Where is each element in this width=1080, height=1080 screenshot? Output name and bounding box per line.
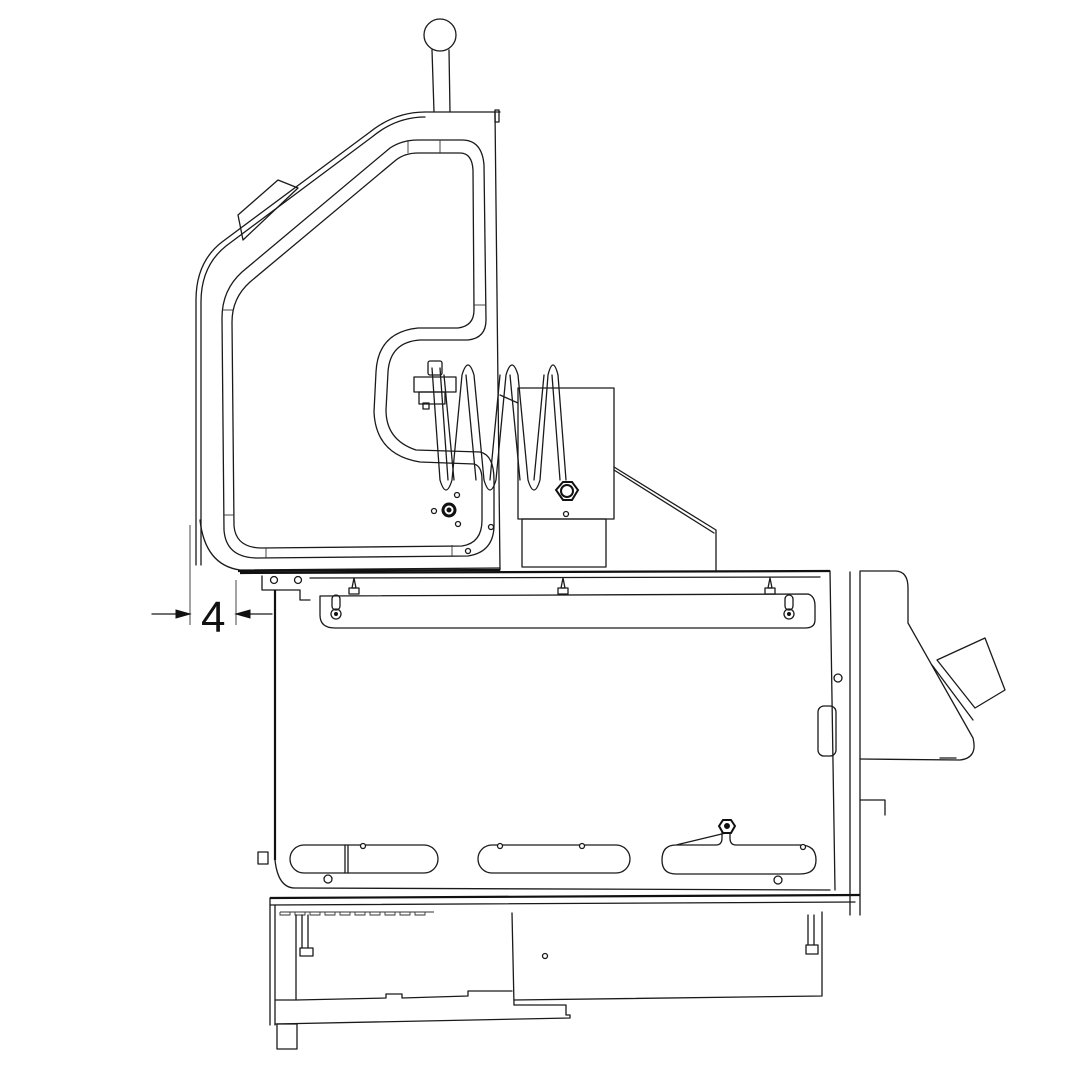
side-shelf	[849, 570, 1006, 916]
bolt-right	[764, 577, 776, 595]
firebox	[257, 570, 861, 906]
regulator-valve	[413, 360, 457, 410]
regulator-box	[499, 387, 717, 571]
vent-teeth	[279, 911, 434, 916]
dimension-label: 4	[201, 593, 225, 642]
bolt-left	[348, 577, 360, 595]
cart-base	[269, 897, 823, 1050]
slots	[289, 819, 817, 885]
hood	[195, 109, 501, 573]
bolt-center	[557, 577, 569, 595]
dimension-4: 4	[151, 525, 273, 642]
top-rail	[239, 569, 831, 601]
coiled-gas-hose	[431, 364, 580, 501]
hood-handle	[423, 18, 457, 113]
